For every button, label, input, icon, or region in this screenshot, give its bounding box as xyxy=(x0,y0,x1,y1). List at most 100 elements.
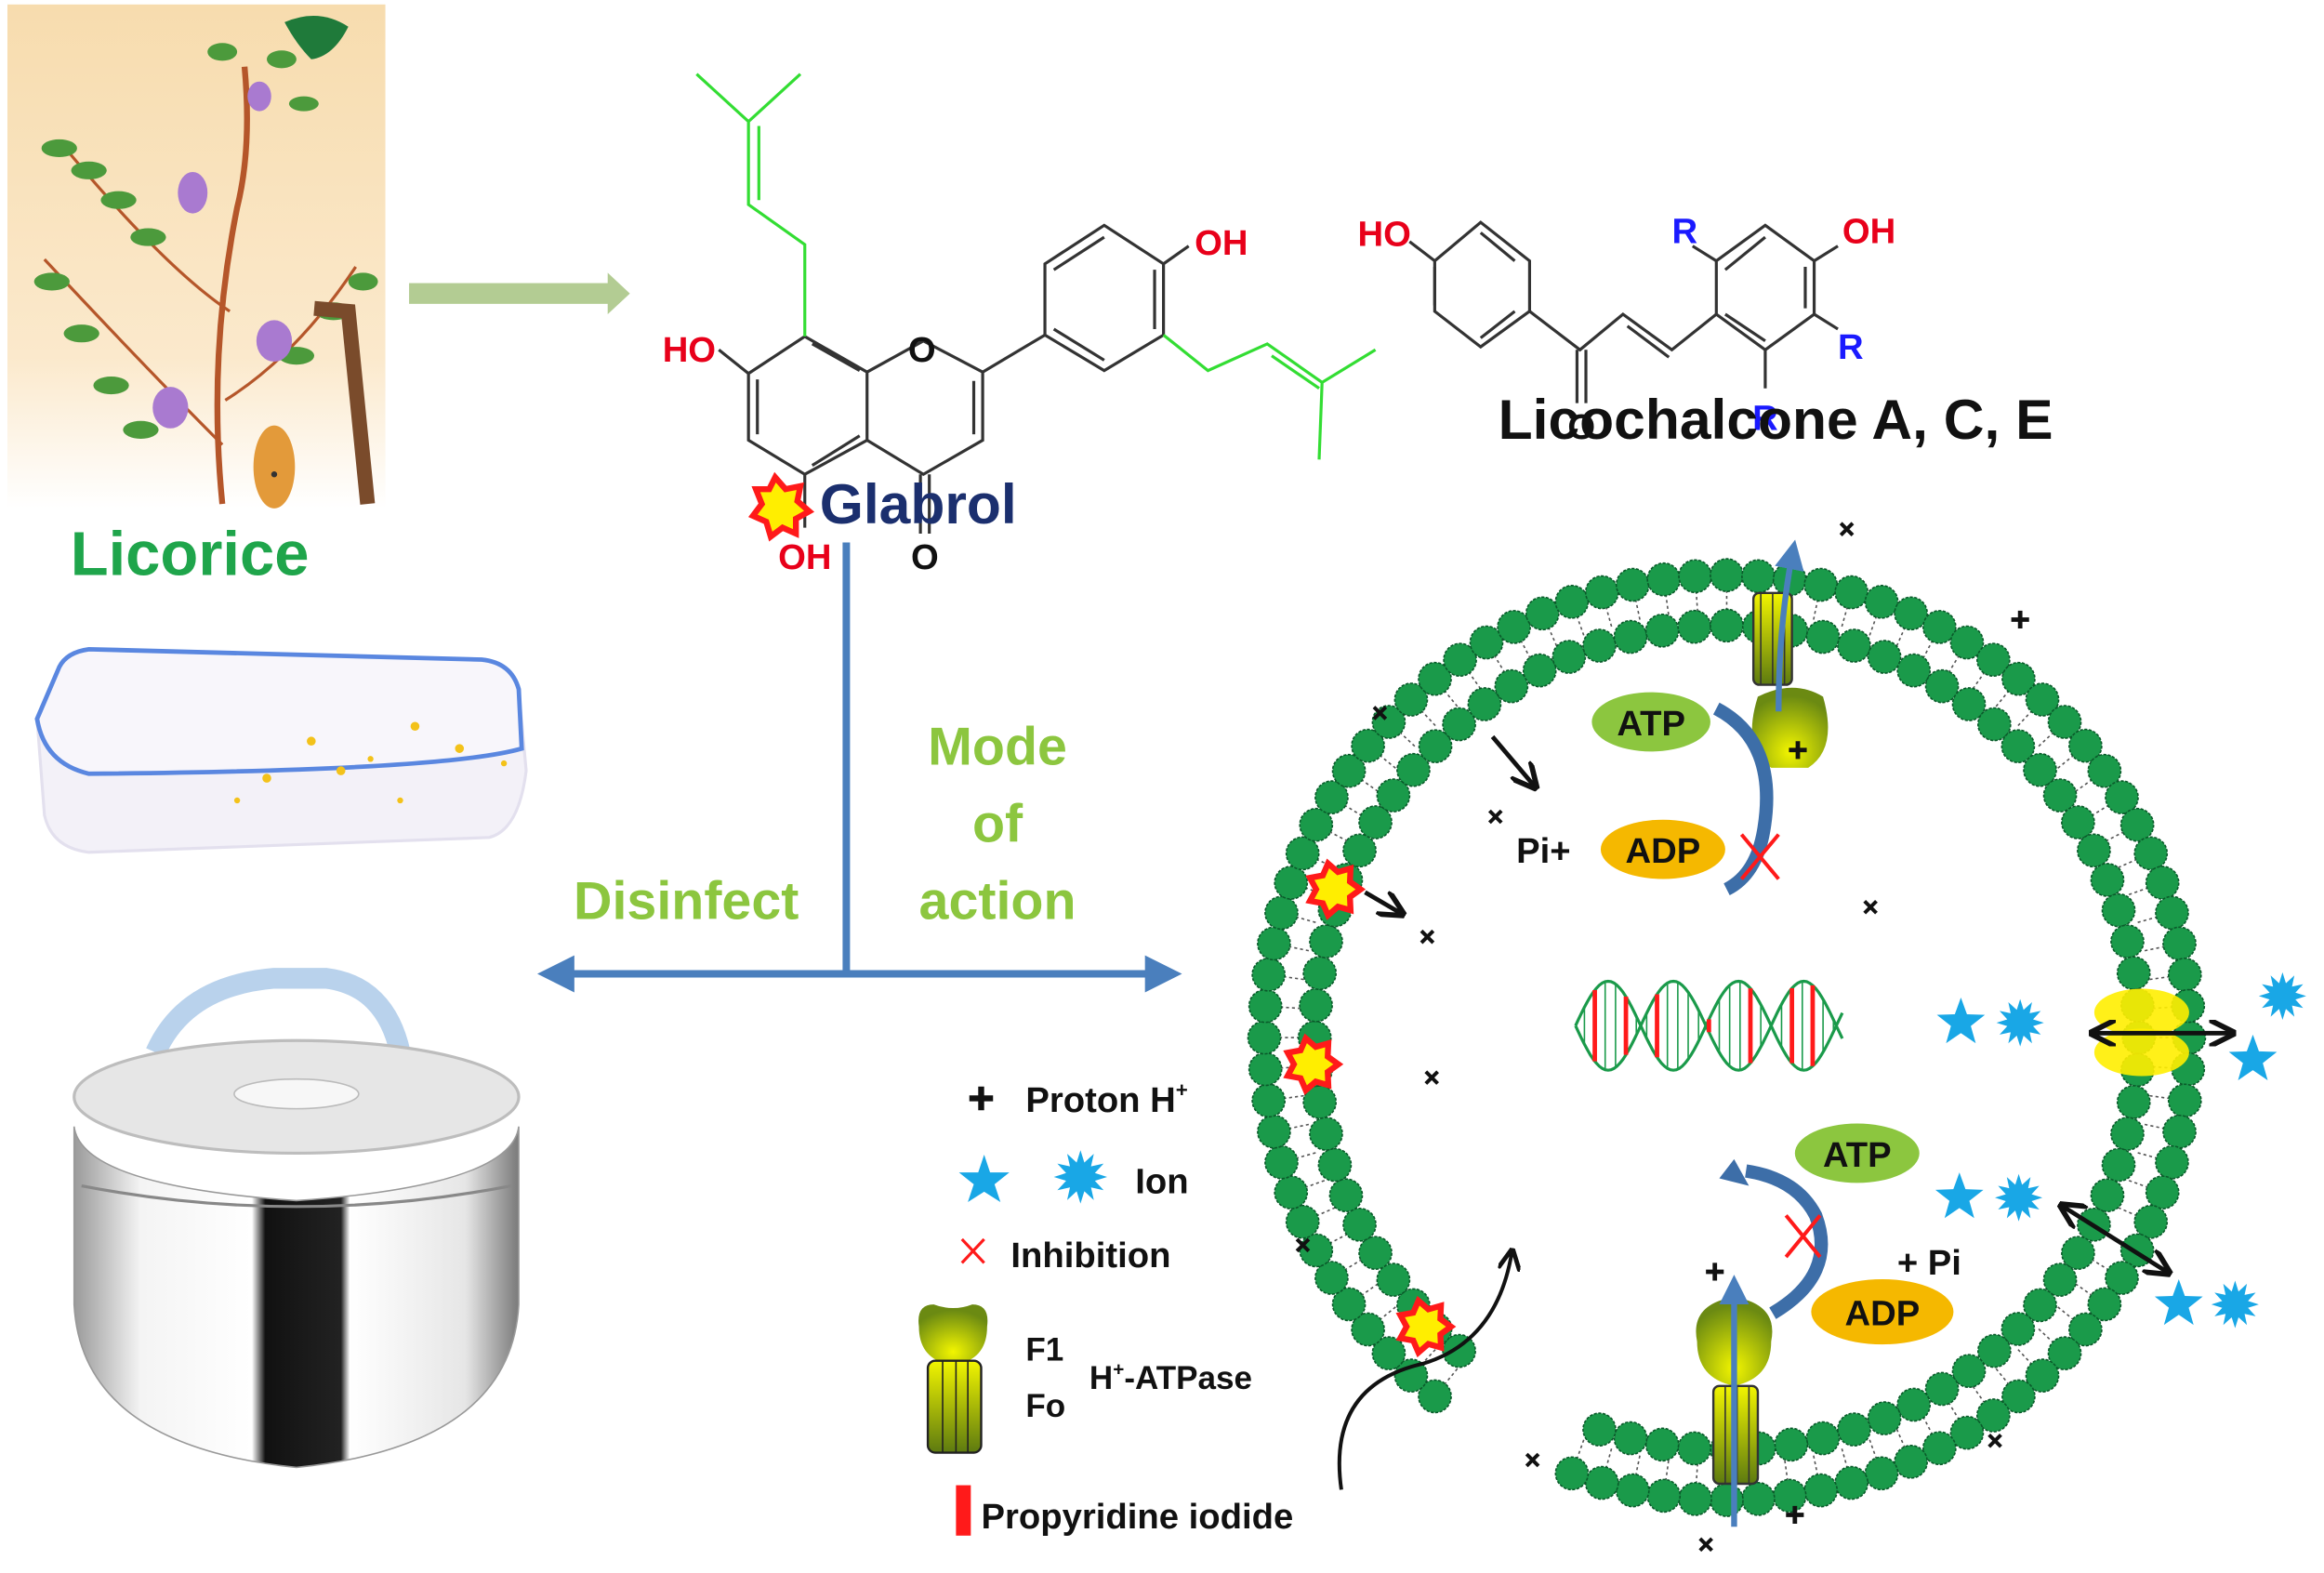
lipid-head xyxy=(1358,805,1393,839)
cross-marker xyxy=(1372,706,1388,720)
licochalcone-oh: OH xyxy=(1842,211,1895,251)
lipid-head xyxy=(1331,1287,1367,1322)
lipid-tail xyxy=(1972,671,1986,690)
lipid-head xyxy=(1525,596,1560,631)
lipid-head xyxy=(1805,619,1841,654)
lipid-head xyxy=(2145,1175,2180,1210)
proton-markers xyxy=(1295,522,2029,1553)
lipid-head xyxy=(2119,807,2155,842)
lipid-tail xyxy=(1995,1368,2010,1386)
lipid-head xyxy=(1264,895,1299,931)
lipid-tail xyxy=(1972,1385,1986,1404)
lipid-tail xyxy=(1604,606,1613,628)
lipid-head xyxy=(2133,1204,2169,1239)
lipid-tail xyxy=(1283,975,1304,981)
lipid-head xyxy=(2155,1144,2189,1180)
lipid-tail xyxy=(1287,1123,1310,1130)
lipid-head xyxy=(1646,562,1682,597)
adp-bottom-label: ADP xyxy=(1845,1293,1921,1333)
dna-helix xyxy=(1574,979,1844,1072)
lipid-head xyxy=(2061,805,2095,839)
lipid-tail xyxy=(1468,671,1482,690)
lipid-head xyxy=(2042,778,2078,813)
atpase-bottom xyxy=(1696,1275,1773,1527)
lipid-head xyxy=(1922,1431,1957,1466)
lipid-tail xyxy=(1328,1233,1349,1245)
lipid-head xyxy=(1248,988,1283,1024)
lipid-tail xyxy=(1604,1448,1613,1469)
pi-bar-icon xyxy=(956,1485,971,1536)
lipid-head xyxy=(1867,1401,1902,1435)
lipid-head xyxy=(1644,613,1680,648)
ion-burst-icon xyxy=(2258,972,2306,1020)
lipid-head xyxy=(1418,1379,1452,1414)
lipid-head xyxy=(1615,1473,1650,1508)
lipid-tail xyxy=(1379,754,1396,769)
lipid-head xyxy=(2087,1287,2122,1322)
glabrol-structure: HO . O OH O OH xyxy=(663,73,1377,577)
lipid-head xyxy=(1299,807,1334,842)
lipid-head xyxy=(1615,567,1650,602)
lipid-head xyxy=(2001,661,2036,696)
proton-plus-icon xyxy=(969,1086,994,1111)
lipid-head xyxy=(1358,1236,1393,1271)
lipid-head xyxy=(2000,729,2036,763)
lipid-tail xyxy=(2057,754,2075,769)
lipid-tail xyxy=(2017,1349,2033,1366)
lipid-head xyxy=(2116,1085,2151,1119)
lipid-tail xyxy=(2038,731,2054,747)
lipid-head xyxy=(1552,640,1587,674)
ion-star-icon xyxy=(958,1155,1010,1203)
lipid-head xyxy=(1896,653,1932,688)
cross-marker xyxy=(1863,899,1878,915)
lipid-tail xyxy=(1379,1306,1396,1321)
lipid-head xyxy=(1710,558,1744,592)
legend-ion-label: Ion xyxy=(1135,1161,1188,1201)
lipid-tail xyxy=(1343,1258,1363,1271)
cross-marker xyxy=(1419,929,1435,945)
glabrol-label: Glabrol xyxy=(820,472,1017,535)
cross-marker xyxy=(1839,522,1855,536)
lipid-head xyxy=(1584,575,1619,610)
lipid-tail xyxy=(1948,654,1961,674)
lipid-head xyxy=(1977,1333,2012,1368)
ion-leak-arrow xyxy=(2063,1207,2167,1272)
lipid-tail xyxy=(1360,778,1379,792)
lipid-head xyxy=(1302,956,1338,991)
lipid-head xyxy=(1864,585,1899,619)
legend-proton-label: Proton H+ xyxy=(1025,1078,1188,1120)
lipid-head xyxy=(1393,682,1429,717)
ion-channel-right xyxy=(2094,988,2231,1077)
atpase-f1-label: F1 xyxy=(1025,1332,1063,1368)
lipid-head xyxy=(1837,1412,1871,1447)
lipid-tail xyxy=(1493,654,1506,674)
plastic-food-container-image xyxy=(34,646,528,854)
licochalcone-label: Licochalcone A, C, E xyxy=(1499,388,2053,451)
lipid-head xyxy=(2025,1358,2060,1393)
lipid-head xyxy=(2105,780,2139,814)
legend-pi-label: Propyridine iodide xyxy=(981,1497,1293,1537)
lipid-head xyxy=(2090,863,2125,897)
lipid-tail xyxy=(2137,1152,2159,1159)
lipid-head xyxy=(2145,866,2180,900)
lipid-tail xyxy=(1280,1006,1301,1010)
lipid-head xyxy=(1342,1207,1377,1242)
lipid-head xyxy=(1351,1312,1385,1347)
lipid-tail xyxy=(1868,1439,1878,1461)
branch-arrows: Disinfect Mode of action xyxy=(536,542,1182,993)
lipid-tail xyxy=(1665,593,1670,615)
lipid-head xyxy=(1251,958,1286,992)
lipid-tail xyxy=(2075,778,2093,792)
lipid-head xyxy=(1396,752,1431,787)
ion-star-icon xyxy=(1934,1172,1984,1219)
lipid-tail xyxy=(2038,1328,2054,1344)
lipid-head xyxy=(1443,642,1477,678)
lipid-head xyxy=(2077,833,2111,868)
ion-burst-icon xyxy=(1053,1150,1108,1204)
glabrol-star-icon xyxy=(748,471,815,542)
lipid-head xyxy=(1248,1051,1283,1087)
licochalcone-structure: HO O R OH R R Licochalcone A, C, E xyxy=(1357,211,2053,451)
pi-top-label: Pi+ xyxy=(1516,831,1570,871)
licochalcone-carbonyl-oxygen: O xyxy=(1567,407,1595,447)
